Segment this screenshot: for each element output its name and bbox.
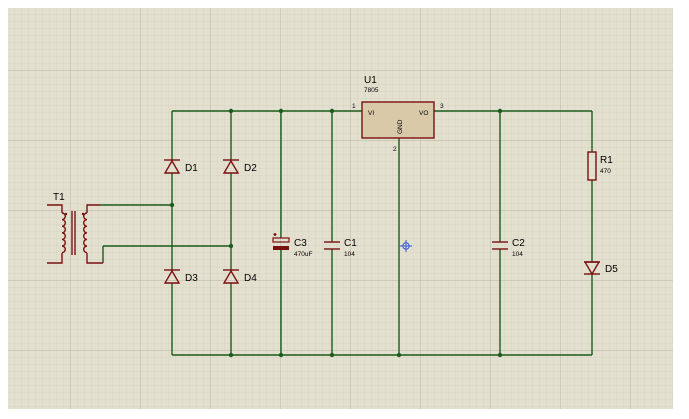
regulator-pin-vi: VI bbox=[368, 110, 374, 117]
diode-d2-label: D2 bbox=[244, 163, 257, 174]
regulator-pin-vo: VO bbox=[419, 110, 428, 117]
diode-d5-label: D5 bbox=[605, 264, 618, 275]
crosshair-marker[interactable] bbox=[400, 240, 412, 252]
capacitor-c3-label: C3 bbox=[294, 238, 307, 249]
regulator-ref: U1 bbox=[364, 75, 377, 86]
wires bbox=[100, 110, 593, 356]
capacitor-c2-label: C2 bbox=[512, 238, 525, 249]
capacitor-c1-value: 104 bbox=[344, 251, 355, 258]
schematic-grid bbox=[8, 8, 673, 409]
regulator-pin-gnd: GND bbox=[397, 119, 404, 134]
diode-d5[interactable]: D5 bbox=[583, 261, 618, 276]
diode-d3-label: D3 bbox=[185, 273, 198, 284]
regulator-pin-1: 1 bbox=[352, 103, 356, 110]
regulator-u1[interactable]: U1 7805 VI VO GND 1 3 2 bbox=[352, 75, 444, 153]
capacitor-c3[interactable]: C3 470uF bbox=[272, 233, 312, 258]
diode-d3[interactable]: D3 bbox=[163, 269, 198, 284]
diode-d1-label: D1 bbox=[185, 163, 198, 174]
diode-d4-label: D4 bbox=[244, 273, 257, 284]
capacitor-c1[interactable]: C1 104 bbox=[324, 238, 357, 258]
capacitor-c3-value: 470uF bbox=[294, 251, 312, 258]
resistor-r1-value: 470 bbox=[600, 168, 611, 175]
regulator-value: 7805 bbox=[364, 87, 379, 94]
capacitor-c2[interactable]: C2 104 bbox=[492, 238, 525, 258]
diode-d1[interactable]: D1 bbox=[163, 159, 198, 174]
capacitor-c1-label: C1 bbox=[344, 238, 357, 249]
capacitor-c2-value: 104 bbox=[512, 251, 523, 258]
diode-d2[interactable]: D2 bbox=[222, 159, 257, 174]
junction-dots bbox=[169, 108, 503, 358]
regulator-pin-3: 3 bbox=[440, 103, 444, 110]
resistor-r1-label: R1 bbox=[600, 155, 613, 166]
regulator-pin-2: 2 bbox=[393, 146, 397, 153]
transformer-t1[interactable]: T1 bbox=[47, 192, 103, 264]
resistor-r1[interactable]: R1 470 bbox=[587, 151, 613, 181]
diode-d4[interactable]: D4 bbox=[222, 269, 257, 284]
transformer-label: T1 bbox=[53, 192, 65, 203]
